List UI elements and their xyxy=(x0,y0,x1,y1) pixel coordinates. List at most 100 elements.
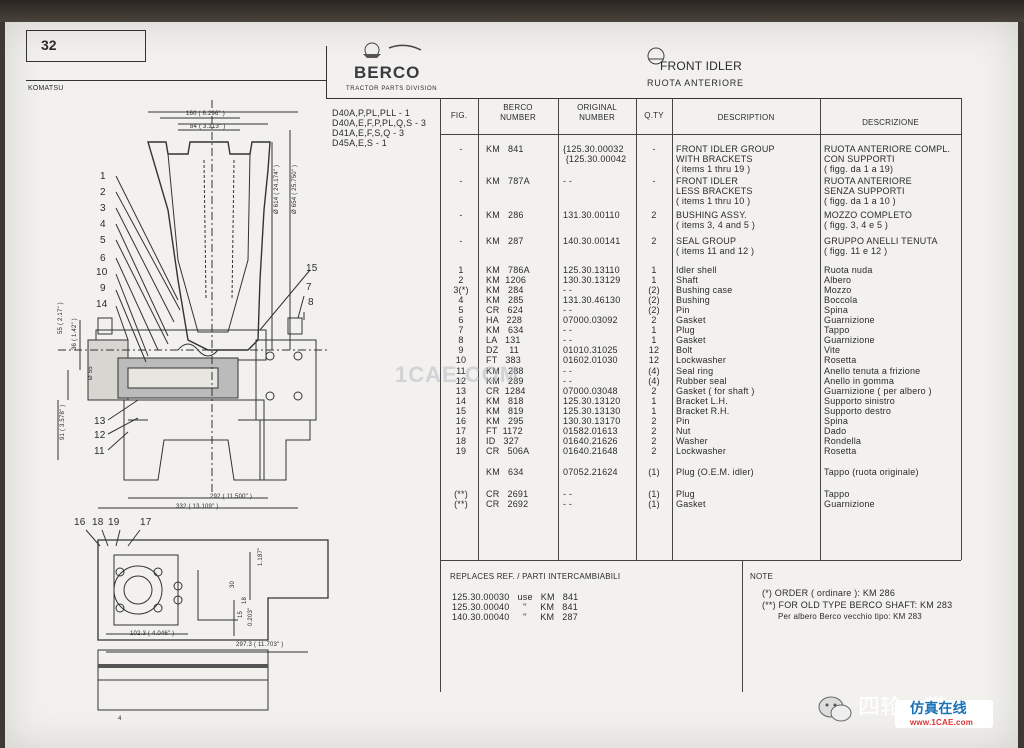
cell-fig: 19 xyxy=(455,445,467,456)
cell-it: RUOTA ANTERIORE COMPL. CON SUPPORTI ( fi… xyxy=(824,144,951,174)
dimension-label: 160 ( 6.296" ) xyxy=(186,111,225,117)
cell-berco: KM 819 xyxy=(486,405,524,416)
note-line: (**) FOR OLD TYPE BERCO SHAFT: KM 283 xyxy=(762,600,953,610)
cell-desc: Pin xyxy=(676,305,690,316)
cell-berco: CR 2691 xyxy=(486,489,529,499)
dimension-label: 292 ( 11.500" ) xyxy=(210,494,253,500)
cell-qty: 1 xyxy=(651,405,657,416)
header-bottom-rule xyxy=(440,134,961,135)
cell-berco: FT 383 xyxy=(486,355,521,366)
cell-fig: 3(*) xyxy=(453,285,469,296)
cell-it: MOZZO COMPLETO ( figg. 3, 4 e 5 ) xyxy=(824,210,913,230)
cell-qty: (2) xyxy=(648,305,660,316)
cell-original: 125.30.13130 xyxy=(563,405,621,416)
site-cn: 仿真在线 xyxy=(910,701,967,717)
photo-top-edge xyxy=(0,0,1024,22)
cell-it: Rosetta xyxy=(824,445,857,456)
callout-label: 1 xyxy=(100,171,106,182)
cell-original: 01582.01613 xyxy=(563,425,618,436)
callout-label: 17 xyxy=(140,517,152,528)
cell-berco: CR 1284 xyxy=(486,385,526,396)
cell-berco: KM 818 xyxy=(486,395,524,406)
cell-it: Ruota nuda xyxy=(824,265,873,275)
cell-qty: (2) xyxy=(648,295,660,306)
hdr-fig: FIG. xyxy=(450,111,468,120)
note-divider xyxy=(742,560,743,692)
cell-qty: (4) xyxy=(648,375,660,386)
dimension-label: 297.3 ( 11.703" ) xyxy=(236,642,284,648)
dimension-label: Ø 614 ( 24.174" ) xyxy=(274,164,280,214)
cell-qty: (1) xyxy=(648,499,660,509)
cell-fig: (**) xyxy=(454,499,468,509)
dimension-label: Ø 654 ( 25.750" ) xyxy=(292,164,298,214)
site-url: www.1CAE.com xyxy=(910,718,974,727)
cell-desc: Plug (O.E.M. idler) xyxy=(676,467,754,477)
cell-it: Rondella xyxy=(824,435,862,446)
cell-original: 07000.03048 xyxy=(563,385,618,396)
replace-row: 125.30.00040 '' KM 841 xyxy=(452,602,578,612)
cell-qty: (1) xyxy=(648,467,660,477)
cell-desc: Pin xyxy=(676,415,690,426)
cell-berco: FT 1172 xyxy=(486,425,523,436)
dimension-label: 91 ( 3.578" ) xyxy=(60,404,66,440)
cell-desc: Idler shell xyxy=(676,265,717,275)
note-line: Per albero Berco vecchio tipo: KM 283 xyxy=(778,612,922,621)
cell-it: Guarnizione ( per albero ) xyxy=(824,385,932,396)
cell-berco: KM 295 xyxy=(486,415,524,426)
dimension-label: 15 xyxy=(238,610,244,618)
cell-qty: - xyxy=(652,144,656,154)
cell-berco: KM 634 xyxy=(486,325,524,336)
cell-qty: 1 xyxy=(651,335,657,346)
site-badge xyxy=(895,700,993,728)
cell-berco: ID 327 xyxy=(486,435,520,446)
cell-desc: Gasket xyxy=(676,315,706,326)
table-bottom-rule xyxy=(440,560,961,561)
cell-fig: - xyxy=(459,236,463,246)
cell-berco: KM 787A xyxy=(486,176,530,186)
cell-berco: KM 786A xyxy=(486,265,530,275)
replace-row: 125.30.00030 use KM 841 xyxy=(452,592,579,602)
cell-it: Spina xyxy=(824,305,849,316)
cell-fig: - xyxy=(459,210,463,220)
hdr-original: ORIGINAL NUMBER xyxy=(577,103,617,122)
callout-label: 2 xyxy=(100,187,106,198)
cell-qty: (1) xyxy=(648,489,660,499)
wechat-icon xyxy=(818,696,852,722)
cell-qty: 2 xyxy=(651,425,657,436)
col-rule-qty xyxy=(636,98,637,560)
cell-berco: KM 634 xyxy=(486,467,524,477)
cell-it: Anello in gomma xyxy=(824,375,895,386)
cell-qty: 2 xyxy=(651,385,657,396)
header-divider xyxy=(326,46,327,98)
cell-original: - - xyxy=(563,489,573,499)
hdr-qty: Q.TY xyxy=(644,111,664,120)
cell-desc: Bracket L.H. xyxy=(676,395,728,406)
callout-label: 6 xyxy=(100,253,106,264)
cell-desc: FRONT IDLER GROUP WITH BRACKETS ( items … xyxy=(676,144,775,174)
cell-qty: 2 xyxy=(651,236,657,246)
header-rule xyxy=(26,80,326,81)
dimension-label: 36 ( 1.42" ) xyxy=(72,318,78,350)
idler-drawing xyxy=(57,100,329,711)
watermark: 1CAE.COM xyxy=(395,362,520,387)
col-rule-orig xyxy=(558,98,559,560)
dimension-label: 18 xyxy=(242,596,248,604)
cell-desc: Gasket xyxy=(676,335,706,346)
cell-fig: (**) xyxy=(454,489,468,499)
cell-original: - - xyxy=(563,335,573,346)
callout-label: 10 xyxy=(96,267,108,278)
cell-fig: - xyxy=(459,176,463,186)
col-rule-fig xyxy=(440,98,441,560)
cell-fig: 14 xyxy=(455,395,467,406)
cell-desc: Bracket R.H. xyxy=(676,405,730,416)
cell-qty: (4) xyxy=(648,365,660,376)
cell-fig: 1 xyxy=(458,265,464,275)
callout-label: 11 xyxy=(94,446,105,457)
dimension-label: 102.3 ( 4.046" ) xyxy=(130,631,175,637)
cell-qty: 1 xyxy=(651,325,657,336)
cell-fig: 7 xyxy=(458,325,464,336)
page-number-box: 32 xyxy=(26,30,146,62)
col-rule-desc xyxy=(672,98,673,560)
cell-fig: 5 xyxy=(458,305,464,316)
cell-fig: 8 xyxy=(458,335,464,346)
